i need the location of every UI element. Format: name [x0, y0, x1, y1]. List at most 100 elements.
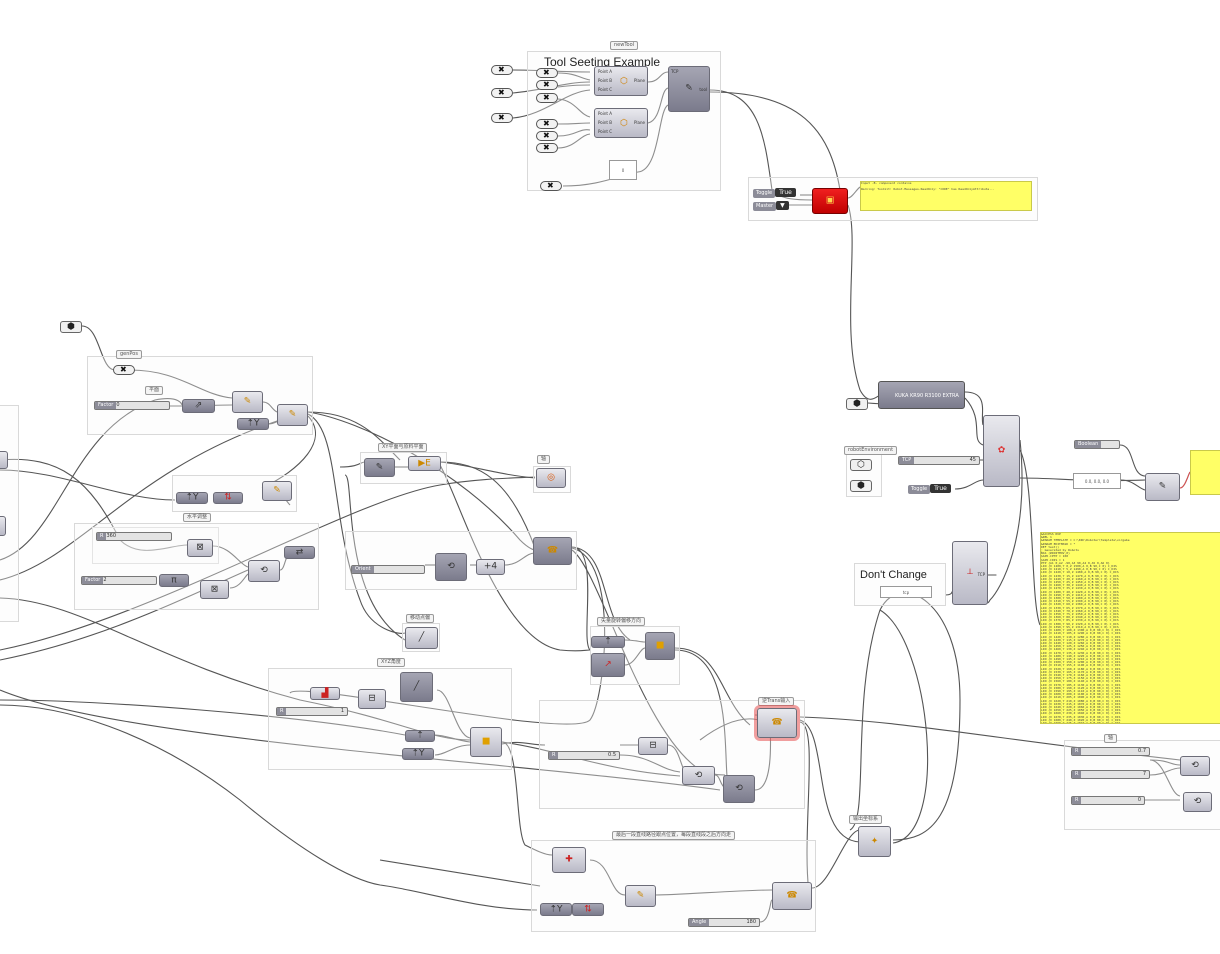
slider-e-label: R: [1072, 797, 1082, 804]
rotate-axis-component-4[interactable]: ⟲: [1183, 792, 1212, 812]
point-param-6[interactable]: [536, 93, 558, 103]
env-param-2[interactable]: ⬢: [850, 480, 872, 492]
point-param-left-2[interactable]: [113, 365, 135, 375]
point-param-5[interactable]: [536, 80, 558, 90]
robot-program-component[interactable]: ▣: [812, 188, 848, 214]
orient-component[interactable]: ⟲: [435, 553, 467, 581]
boolean-button[interactable]: Boolean: [1074, 440, 1120, 449]
point-param-4[interactable]: [536, 68, 558, 78]
custom-tool-component[interactable]: ✎: [1145, 473, 1180, 501]
deconstruct-component[interactable]: ⇄: [284, 546, 315, 559]
robot-param[interactable]: ⬢: [846, 398, 868, 410]
transform-component-2[interactable]: ☎: [772, 882, 812, 910]
plane-icon: ■: [655, 640, 665, 651]
point-param-3[interactable]: [491, 113, 513, 123]
unit-y-component-3[interactable]: ⇡Y: [402, 748, 434, 760]
robot-name: KUKA KR90 R3100 EXTRA: [895, 393, 959, 399]
plane-origin-component[interactable]: ✎: [364, 458, 395, 477]
left-edge-node-1[interactable]: [0, 451, 8, 469]
master-label: Master: [753, 202, 777, 211]
inverse-transform-component[interactable]: ☎: [757, 708, 797, 738]
xy-plane-component[interactable]: ■: [470, 727, 502, 757]
factor2-label: Factor: [82, 577, 104, 584]
pi-component[interactable]: π: [159, 574, 189, 587]
plane-value-panel: 0.0, 0.0, 0.0: [1073, 473, 1121, 489]
line-icon: ╱: [418, 632, 425, 643]
line-icon: ╱: [413, 681, 420, 692]
negate-component-2[interactable]: ⊟: [638, 737, 668, 755]
amplitude-component[interactable]: ⇡: [591, 636, 625, 648]
rotate-component-2[interactable]: ✎: [277, 404, 308, 426]
target-component[interactable]: ◎: [536, 468, 566, 488]
point-param-9[interactable]: [536, 143, 558, 153]
unit-y-component-2[interactable]: ⇡Y: [176, 492, 208, 504]
point-param-1[interactable]: [491, 65, 513, 75]
master-selector[interactable]: Master▼: [753, 201, 789, 211]
vector-component[interactable]: ⇗: [182, 399, 215, 413]
negate-component[interactable]: ⊟: [358, 689, 386, 709]
orient-slider[interactable]: Orient: [351, 565, 425, 574]
vector-icon: ↗: [604, 659, 612, 670]
rotate-icon: ✎: [243, 396, 252, 407]
point-param-8[interactable]: [536, 131, 558, 141]
add-component[interactable]: +4: [476, 559, 505, 575]
line-component[interactable]: ╱: [405, 627, 438, 649]
env-param-1[interactable]: ⬡: [850, 459, 872, 471]
rotate-icon: ⟲: [694, 770, 703, 780]
kinematics-component[interactable]: ✿: [983, 415, 1020, 487]
xyz-plane-component[interactable]: TCP ⟂: [952, 541, 988, 605]
point-param-left-1[interactable]: ⬢: [60, 321, 82, 333]
reverse-component[interactable]: ⇅: [213, 492, 243, 504]
error-panel: Input -B- component contains Warning: To…: [860, 181, 1032, 211]
transform-plane-component[interactable]: ☎: [533, 537, 572, 565]
negate-icon: ⊟: [649, 740, 657, 751]
reverse-component-2[interactable]: ⇅: [572, 903, 604, 916]
rotate-axis-component-2[interactable]: ⟲: [682, 766, 715, 785]
orient-component-2[interactable]: ⟲: [723, 775, 755, 803]
slider-c-value: 0.7: [1138, 748, 1146, 754]
create-tool-component[interactable]: TCP tool ✎: [668, 66, 710, 112]
point-param-2[interactable]: [491, 88, 513, 98]
rotate-component-1[interactable]: ✎: [232, 391, 263, 413]
construct-plane-component[interactable]: ✚: [552, 847, 586, 873]
port-point-a: Point A: [598, 111, 612, 116]
point-param-7[interactable]: [536, 119, 558, 129]
port-point-c: Point C: [598, 87, 612, 92]
rotate-component-4[interactable]: ✎: [625, 885, 656, 907]
plane-3pt-component-1[interactable]: Point A Point B Point C Plane ⬡: [594, 66, 648, 96]
multiply-component-2[interactable]: ⊠: [200, 580, 229, 599]
vector2pt-component[interactable]: ↗: [591, 653, 625, 677]
rotate-axis-component[interactable]: ⟲: [248, 560, 280, 582]
path-group: [531, 840, 816, 932]
rotate-component-3[interactable]: ✎: [262, 481, 292, 501]
xyz-plane-component-2[interactable]: ■: [645, 632, 675, 660]
left-edge-node-2[interactable]: [0, 516, 6, 536]
multiply-component-1[interactable]: ⊠: [187, 539, 213, 557]
flip-component[interactable]: ▶E: [408, 456, 441, 471]
plane-3pt-component-2[interactable]: Point A Point B Point C Plane ⬡: [594, 108, 648, 138]
unit-y-component[interactable]: ⇡Y: [237, 418, 269, 430]
unit-y-component-4[interactable]: ⇡Y: [540, 903, 572, 916]
rotate-icon: ✎: [273, 485, 281, 496]
amplitude-component-2[interactable]: ⇡: [405, 730, 435, 742]
point-param-10[interactable]: [540, 181, 562, 191]
rotate-axis-component-3[interactable]: ⟲: [1180, 756, 1210, 776]
line-sdl-component[interactable]: ╱: [400, 672, 433, 702]
histogram-component[interactable]: ▟: [310, 687, 340, 700]
robot-system-component[interactable]: KUKA KR90 R3100 EXTRA: [878, 381, 965, 409]
output-plane-component[interactable]: ✦: [858, 826, 891, 857]
slider-a-label: R: [277, 708, 287, 715]
